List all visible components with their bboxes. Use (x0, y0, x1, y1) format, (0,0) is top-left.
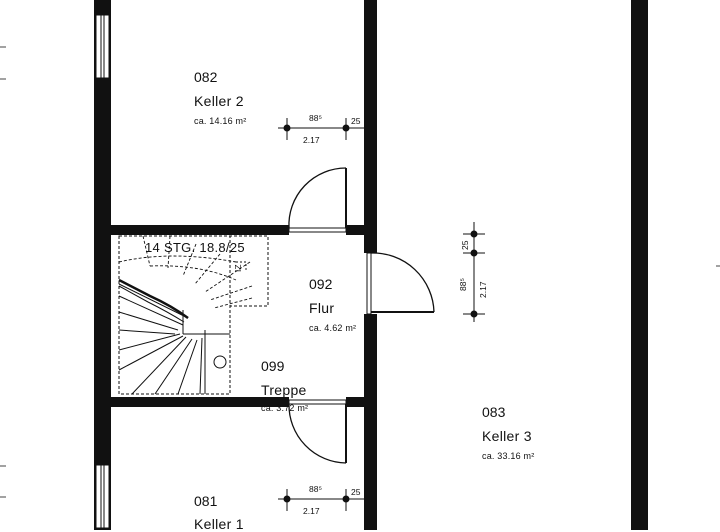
room-083-name: Keller 3 (482, 428, 532, 444)
door-right (366, 252, 435, 315)
room-083-number: 083 (482, 404, 506, 420)
room-092-number: 092 (309, 276, 333, 292)
dim-right-width: 2.17 (478, 281, 488, 298)
wall-lower-h-right (346, 397, 364, 407)
dim-lower-sill: 88⁵ (309, 484, 322, 494)
room-083-area: ca. 33.16 m² (482, 451, 535, 461)
window-upper (95, 14, 110, 79)
room-082-name: Keller 2 (194, 93, 244, 109)
margin-ticks (0, 46, 720, 498)
stair-label: 14 STG. 18.8/25 (145, 240, 245, 255)
dim-lower-side: 25 (351, 487, 361, 497)
dim-upper-sill: 88⁵ (309, 113, 322, 123)
room-081-name: Keller 1 (194, 516, 244, 532)
wall-right (631, 0, 648, 530)
room-099-number: 099 (261, 358, 285, 374)
room-082-area: ca. 14.16 m² (194, 116, 247, 126)
room-092-name: Flur (309, 300, 335, 316)
dim-right (463, 222, 485, 322)
walls (94, 0, 648, 530)
wall-upper-h-right (346, 225, 364, 235)
dim-right-side: 25 (460, 240, 470, 250)
wall-left (94, 0, 111, 530)
wall-upper-h (111, 225, 289, 235)
stair-arrow-tag: IZ (233, 264, 243, 272)
dim-upper-width: 2.17 (303, 135, 320, 145)
dim-lower-width: 2.17 (303, 506, 320, 516)
staircase (118, 235, 269, 395)
room-099-name: Treppe (261, 382, 307, 398)
room-092-area: ca. 4.62 m² (309, 323, 357, 333)
wall-center-lower (364, 314, 377, 530)
wall-center (364, 0, 377, 253)
dim-upper-side: 25 (351, 116, 361, 126)
door-upper (288, 167, 347, 233)
window-lower (95, 464, 110, 529)
room-081-number: 081 (194, 493, 218, 509)
dim-lower (278, 489, 365, 511)
room-082-number: 082 (194, 69, 218, 85)
dim-right-sill: 88⁵ (458, 278, 468, 291)
wall-lower-h (111, 397, 289, 407)
door-lower (288, 399, 347, 464)
room-099-area: ca. 3.72 m² (261, 403, 309, 413)
dim-upper (278, 118, 365, 140)
